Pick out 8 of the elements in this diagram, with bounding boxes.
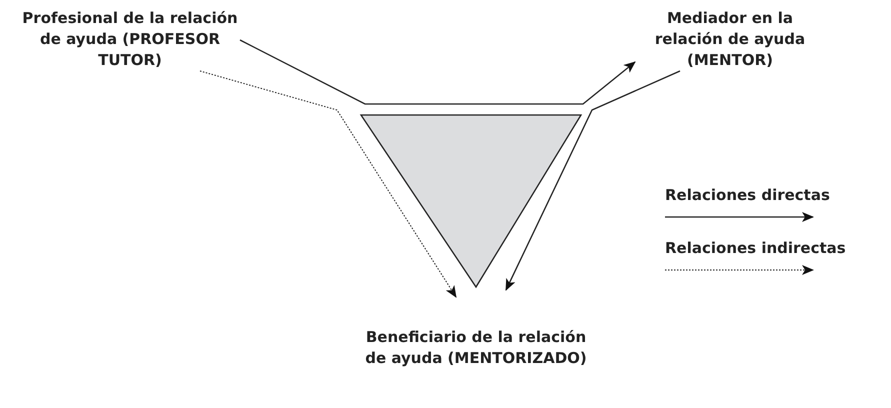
arrow [505, 70, 680, 291]
node-label: Profesional de la relación de ayuda (PROFESOR TUTOR) [21, 8, 239, 71]
node-label: Mediador en la relación de ayuda (MENTOR) [654, 8, 806, 71]
legend-label: Relaciones indirectas [665, 239, 846, 257]
arrow [240, 39, 636, 105]
node-label: Beneficiario de la relación de ayuda (MENTORIZADO) [364, 327, 588, 369]
legend-label: Relaciones directas [665, 186, 830, 204]
arrow [200, 70, 457, 298]
